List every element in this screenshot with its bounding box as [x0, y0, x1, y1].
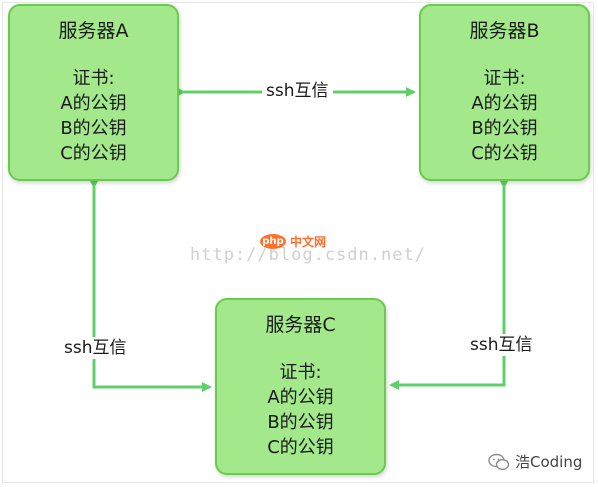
edge-label-a-c: ssh互信: [60, 337, 131, 359]
php-site-name: 中文网: [290, 235, 327, 249]
server-c-certificates: 证书: A的公钥 B的公钥 C的公钥: [217, 360, 384, 460]
server-b-certificates: 证书: A的公钥 B的公钥 C的公钥: [421, 66, 588, 166]
public-key-c: C的公钥: [60, 143, 127, 164]
public-key-a: A的公钥: [471, 93, 538, 114]
server-c-title: 服务器C: [265, 314, 336, 336]
server-c-node: 服务器C 证书: A的公钥 B的公钥 C的公钥: [215, 298, 386, 475]
php-logo: php: [260, 234, 286, 249]
public-key-a: A的公钥: [267, 387, 334, 408]
edge-label-b-c: ssh互信: [466, 334, 537, 356]
public-key-c: C的公钥: [471, 143, 538, 164]
certificate-heading: 证书:: [72, 68, 115, 89]
brand-signature: 浩Coding: [488, 451, 582, 472]
wechat-icon: [488, 453, 510, 471]
server-a-certificates: 证书: A的公钥 B的公钥 C的公钥: [10, 66, 177, 166]
server-b-title: 服务器B: [469, 20, 540, 42]
edge-label-a-b: ssh互信: [262, 80, 333, 102]
public-key-b: B的公钥: [471, 118, 538, 139]
certificate-heading: 证书:: [483, 68, 526, 89]
public-key-b: B的公钥: [60, 118, 127, 139]
server-a-title: 服务器A: [58, 20, 129, 42]
certificate-heading: 证书:: [279, 362, 322, 383]
public-key-a: A的公钥: [60, 93, 127, 114]
brand-name: 浩Coding: [515, 453, 583, 471]
public-key-c: C的公钥: [267, 437, 334, 458]
arrow-a-c: [89, 179, 212, 392]
server-a-node: 服务器A 证书: A的公钥 B的公钥 C的公钥: [8, 4, 179, 181]
server-b-node: 服务器B 证书: A的公钥 B的公钥 C的公钥: [419, 4, 590, 181]
public-key-b: B的公钥: [267, 412, 334, 433]
watermark-url: http://blog.csdn.net/: [190, 245, 426, 265]
arrow-b-c: [389, 179, 509, 390]
